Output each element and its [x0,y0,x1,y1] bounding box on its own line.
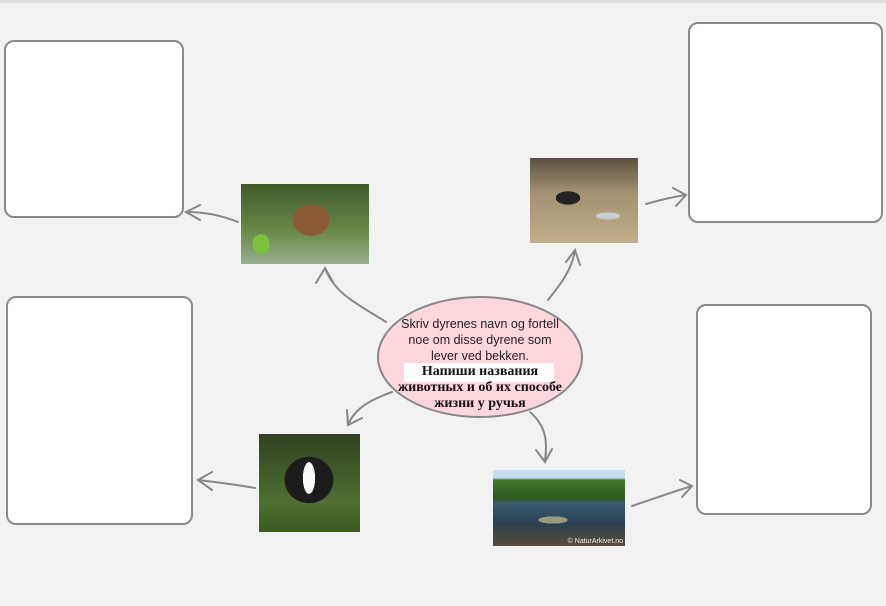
instruction-russian: Напиши названия животных и об их способе… [397,364,563,411]
arrow-to-snake [529,411,553,464]
grass-snake-photo: © NaturArkivet.no [493,470,625,546]
answer-box-top-left[interactable] [4,40,184,218]
answer-box-top-right[interactable] [688,22,883,223]
russian-text-background [404,363,554,382]
arrow-to-vole [315,266,387,323]
arrow-badger-to-box [196,471,256,491]
arrow-to-shrew [547,247,581,301]
arrow-to-badger [346,391,393,427]
center-ellipse [377,296,583,418]
arrow-snake-to-box [631,479,694,507]
instruction-norwegian: Skriv dyrenes navn og fortell noe om dis… [401,317,559,363]
photo-watermark: © NaturArkivet.no [567,538,623,545]
answer-box-bottom-left[interactable] [6,296,193,525]
arrow-shrew-to-box [645,187,688,207]
vole-photo [241,184,369,264]
water-shrew-photo [530,158,638,243]
badger-photo [259,434,360,532]
top-edge [0,0,886,3]
arrow-vole-to-box [183,204,239,223]
answer-box-bottom-right[interactable] [696,304,872,515]
